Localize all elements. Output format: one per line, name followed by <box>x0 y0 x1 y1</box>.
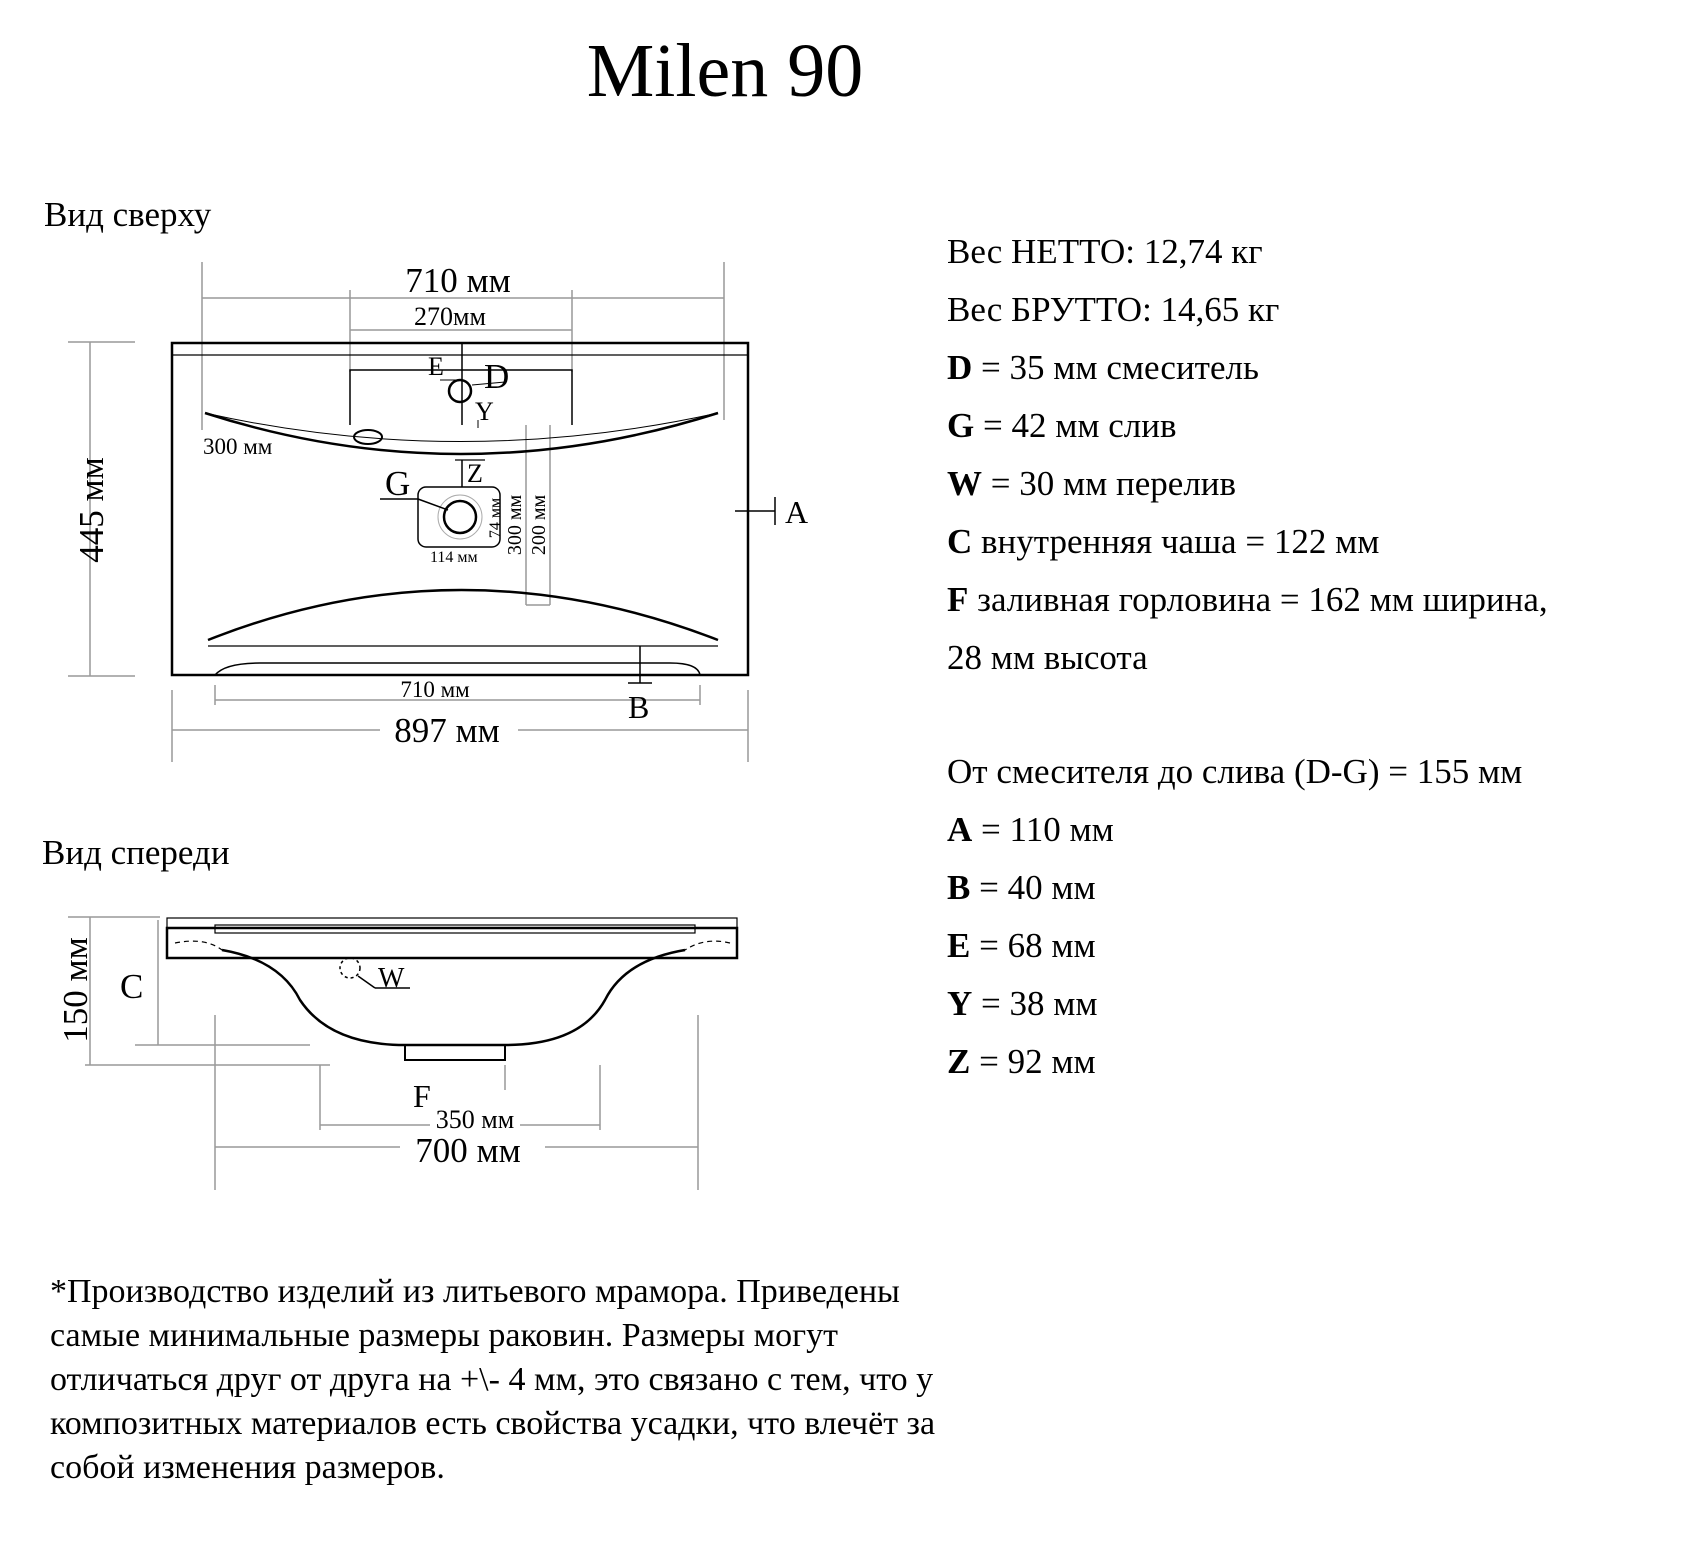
spec-g: G = 42 мм слив <box>947 406 1177 445</box>
dim-neck: 350 мм <box>436 1105 514 1134</box>
spec-b: B = 40 мм <box>947 868 1096 907</box>
dim-bottom-inner: 710 мм <box>400 677 470 702</box>
page-title: Milen 90 <box>586 29 864 113</box>
spec-dg: От смесителя до слива (D-G) = 155 мм <box>947 752 1523 791</box>
spec-e: E = 68 мм <box>947 926 1096 965</box>
spec-f-height: 28 мм высота <box>947 638 1148 677</box>
spec-d: D = 35 мм смеситель <box>947 348 1259 387</box>
spec-c: C внутренняя чаша = 122 мм <box>947 522 1380 561</box>
disclaimer-line: собой изменения размеров. <box>50 1449 445 1486</box>
dim-drain-h: 74 мм <box>487 498 504 538</box>
marker-z: Z <box>467 459 483 488</box>
spec-list: Вес НЕТТО: 12,74 кг Вес БРУТТО: 14,65 кг… <box>947 230 1548 1098</box>
disclaimer-line: отличаться друг от друга на +\- 4 мм, эт… <box>50 1361 934 1398</box>
dim-300: 300 мм <box>504 495 526 556</box>
spec-brutto: Вес БРУТТО: 14,65 кг <box>947 290 1280 329</box>
spec-z: Z = 92 мм <box>947 1042 1096 1081</box>
dim-drain-w: 114 мм <box>430 549 478 566</box>
marker-f: F <box>413 1078 431 1114</box>
top-view-label: Вид сверху <box>44 195 212 234</box>
marker-e: E <box>428 352 444 381</box>
dim-overall: 897 мм <box>394 711 500 750</box>
spec-a: A = 110 мм <box>947 810 1114 849</box>
marker-c: C <box>120 967 143 1006</box>
top-view-drawing <box>68 262 776 762</box>
front-view-drawing <box>68 916 739 1190</box>
dim-front-width: 700 мм <box>415 1131 521 1170</box>
marker-y: Y <box>475 397 494 426</box>
marker-g: G <box>385 464 410 503</box>
marker-d: D <box>484 357 509 396</box>
disclaimer-line: композитных материалов есть свойства уса… <box>50 1405 936 1442</box>
marker-a: A <box>785 494 808 530</box>
dim-faucet-zone: 270мм <box>414 302 486 331</box>
dim-depth: 445 мм <box>72 457 111 563</box>
spec-netto: Вес НЕТТО: 12,74 кг <box>947 232 1263 271</box>
dim-left-offset: 300 мм <box>203 434 273 459</box>
disclaimer-line: самые минимальные размеры раковин. Разме… <box>50 1317 838 1354</box>
marker-b: B <box>628 689 649 725</box>
spec-f: F заливная горловина = 162 мм ширина, <box>947 580 1548 619</box>
dim-front-height: 150 мм <box>56 937 95 1043</box>
marker-w: W <box>378 963 405 994</box>
dim-200: 200 мм <box>528 495 550 556</box>
dim-top-width: 710 мм <box>405 261 511 300</box>
disclaimer: *Производство изделий из литьевого мрамо… <box>50 1270 935 1490</box>
spec-w: W = 30 мм перелив <box>947 464 1237 503</box>
spec-y: Y = 38 мм <box>947 984 1098 1023</box>
front-view-label: Вид спереди <box>42 833 230 872</box>
disclaimer-line: *Производство изделий из литьевого мрамо… <box>50 1273 900 1310</box>
